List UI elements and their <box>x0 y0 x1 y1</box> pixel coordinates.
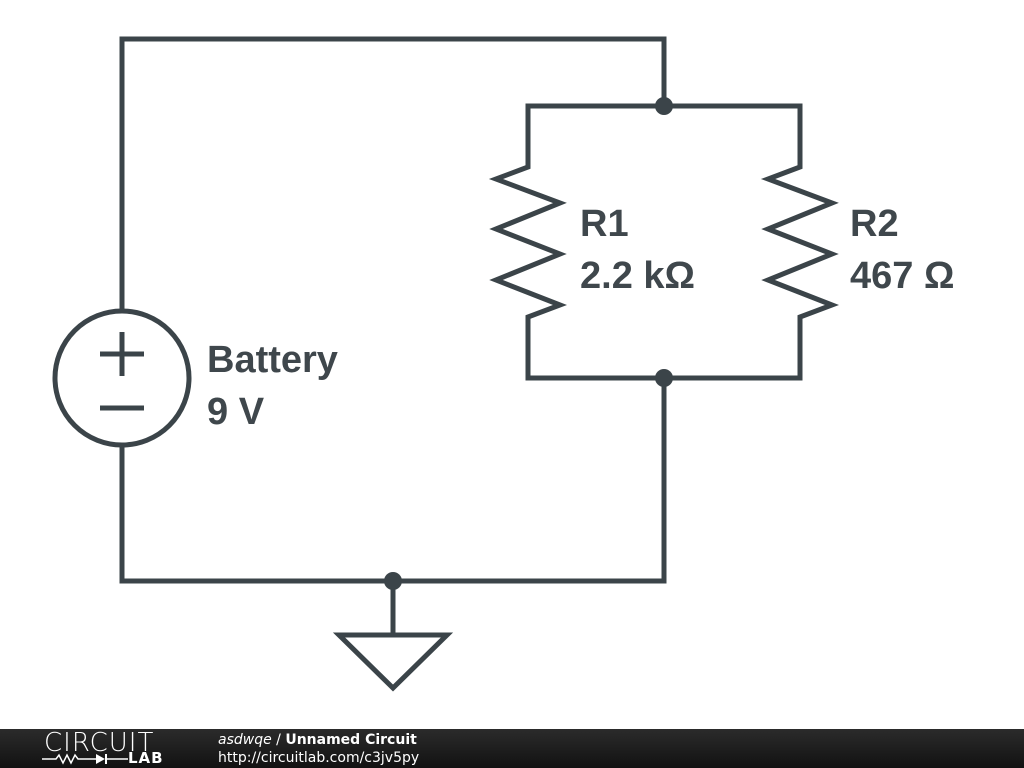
plus-icon <box>100 332 144 376</box>
wire-battery-top-to-node <box>119 36 667 313</box>
junction-ground <box>384 572 402 590</box>
circuit-url-link[interactable]: http://circuitlab.com/c3jv5py <box>218 750 420 766</box>
r1-name-label: R1 <box>580 203 629 245</box>
author-link[interactable]: asdwqe <box>218 732 272 748</box>
battery-name-label: Battery <box>207 339 338 381</box>
wires <box>119 36 803 638</box>
resistor-diode-logo-icon <box>42 753 128 765</box>
resistor-r2-symbol[interactable] <box>760 164 839 320</box>
battery-value-label: 9 V <box>207 391 265 433</box>
junction-top <box>655 97 673 115</box>
r2-name-label: R2 <box>850 203 899 245</box>
ground-icon[interactable] <box>332 632 454 692</box>
logo-lab-text: LAB <box>128 749 164 767</box>
circuit-title: Unnamed Circuit <box>285 732 417 748</box>
battery-symbol[interactable] <box>52 308 192 448</box>
r2-value-label: 467 Ω <box>850 255 954 297</box>
title-separator: / <box>271 732 286 748</box>
r1-value-label: 2.2 kΩ <box>580 255 695 297</box>
resistor-r1-symbol[interactable] <box>488 164 567 320</box>
footer-bar: CIRCUIT LAB asdwqe / Unnamed Circuit htt… <box>0 729 1024 768</box>
wire-battery-bottom-to-node <box>119 375 667 584</box>
circuit-info: asdwqe / Unnamed Circuit http://circuitl… <box>218 731 419 767</box>
junction-bottom <box>655 369 673 387</box>
logo-circuit-text: CIRCUIT <box>44 728 155 758</box>
circuitlab-logo[interactable]: CIRCUIT LAB <box>40 729 180 768</box>
circuit-schematic: Battery 9 V R1 2.2 kΩ R2 467 Ω <box>52 36 954 692</box>
circuit-title-line: asdwqe / Unnamed Circuit <box>218 731 419 749</box>
battery-circle <box>52 308 192 448</box>
